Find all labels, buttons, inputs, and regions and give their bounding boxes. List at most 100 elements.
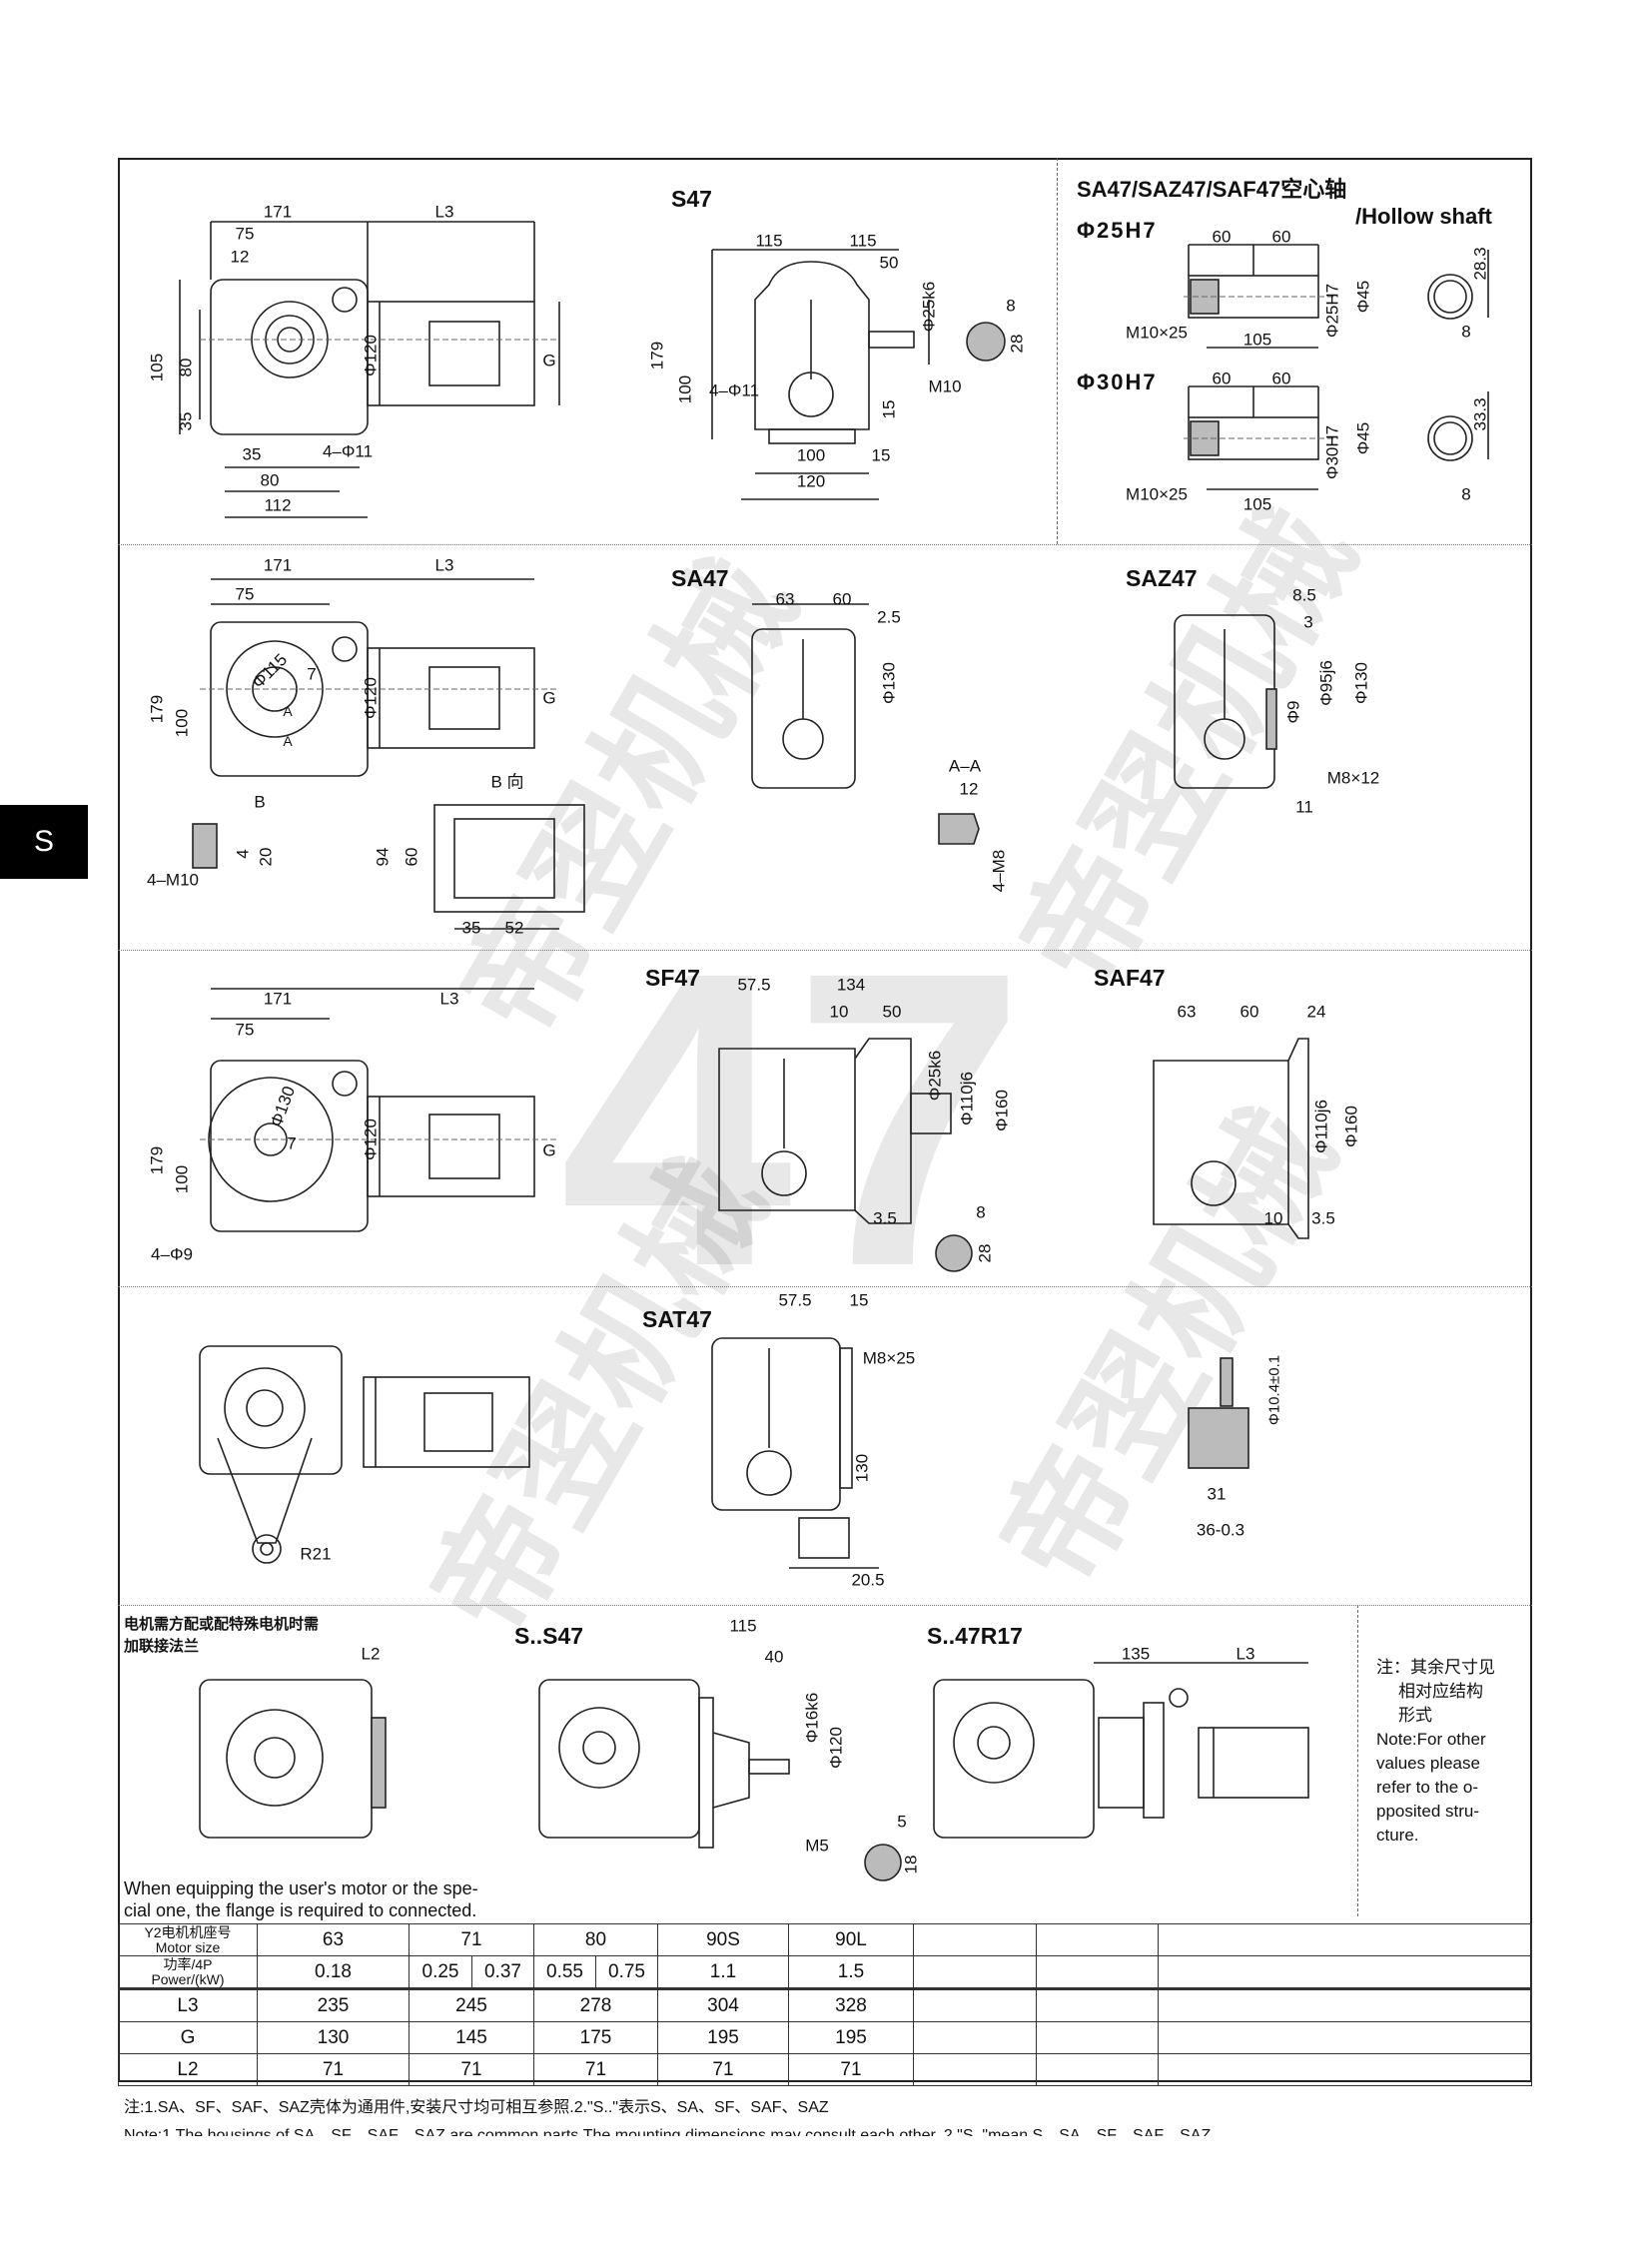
footnote-en: Note:1.The housings of SA、SF、SAF、SAZ are… — [124, 2127, 1212, 2136]
dim-label: Φ25H7 — [1322, 283, 1342, 339]
dim-label: L2 — [361, 1644, 381, 1664]
table-cell: 195 — [657, 2021, 789, 2054]
divider — [118, 1286, 1532, 1287]
dim-label: 60 — [1271, 369, 1291, 388]
table-row: L3 235 245 278 304 328 — [118, 1988, 1532, 2022]
dim-label: Φ110j6 — [957, 1072, 977, 1125]
view-title: S..S47 — [514, 1623, 584, 1649]
table-cell — [1036, 2021, 1159, 2054]
table-cell: 328 — [788, 1988, 914, 2022]
dim-label: 28 — [1007, 334, 1027, 354]
dim-label: Φ25k6 — [919, 281, 939, 333]
dim-label: 3 — [1303, 612, 1313, 632]
dim-label: 15 — [879, 399, 899, 419]
variant-label: Φ30H7 — [1077, 370, 1158, 394]
dim-label: 120 — [796, 471, 826, 491]
table-cell — [1158, 1955, 1532, 1989]
dim-label: 105 — [1242, 494, 1272, 514]
sat47-drawing — [199, 1337, 1249, 1569]
dim-label: Φ110j6 — [1311, 1100, 1331, 1153]
table-cell: 63 — [257, 1923, 410, 1956]
dim-label: 12 — [230, 247, 250, 267]
dim-label: 135 — [1121, 1644, 1151, 1664]
dim-label: 4–Φ11 — [708, 380, 760, 400]
dim-label: 40 — [764, 1647, 784, 1667]
dim-label: R21 — [300, 1544, 332, 1564]
dim-label: 115 — [849, 231, 877, 251]
dim-label: 60 — [1239, 1002, 1259, 1022]
divider — [118, 950, 1532, 951]
hollow-shaft-drawing — [1184, 385, 1489, 490]
dim-label: 11 — [1295, 797, 1313, 817]
table-cell: 304 — [657, 1988, 789, 2022]
divider — [118, 544, 1532, 545]
view-title: S47 — [671, 186, 712, 212]
dim-label: L3 — [439, 989, 459, 1009]
side-note-line: 注：其余尺寸见 — [1376, 1658, 1495, 1677]
table-cell: 145 — [409, 2021, 534, 2054]
section-tab-s[interactable]: S — [0, 805, 88, 879]
adapter-drawings — [199, 1662, 1309, 1881]
dim-label: 63 — [775, 589, 795, 609]
dim-label: 28 — [975, 1243, 995, 1263]
dim-label: 31 — [1207, 1484, 1227, 1504]
s47-front-drawing — [711, 249, 1006, 500]
dim-label: 80 — [176, 358, 196, 377]
dim-label: 7 — [287, 1133, 297, 1153]
variant-label: Φ25H7 — [1077, 218, 1158, 243]
dim-label: 8.5 — [1292, 585, 1316, 605]
dim-label: 115 — [729, 1616, 757, 1636]
row-header: G — [118, 2021, 258, 2054]
table-cell — [913, 1955, 1037, 1989]
table-cell: 80 — [533, 1923, 658, 1956]
adapter-note-cn: 加联接法兰 — [124, 1638, 200, 1655]
dim-label: 115 — [755, 231, 783, 251]
dim-label: M10×25 — [1126, 484, 1188, 504]
side-note-line: 形式 — [1398, 1706, 1432, 1725]
dim-label: 100 — [796, 445, 826, 465]
dim-label: Φ160 — [1341, 1106, 1361, 1147]
dim-label: 3.5 — [1311, 1208, 1335, 1228]
dim-label: Φ120 — [361, 335, 381, 376]
dim-label: 60 — [402, 847, 421, 867]
table-row: G 130 145 175 195 195 — [118, 2021, 1532, 2054]
hollow-shaft-title: SA47/SAZ47/SAF47空心轴 — [1077, 177, 1347, 202]
dim-label: 60 — [1212, 227, 1232, 247]
table-cell: 0.25 — [409, 1955, 472, 1989]
table-cell: 0.18 — [257, 1955, 410, 1989]
table-cell — [913, 2053, 1037, 2086]
table-cell: 90L — [788, 1923, 914, 1956]
dim-label: M8×25 — [862, 1348, 916, 1368]
view-title: SAZ47 — [1126, 565, 1198, 591]
dim-label: 80 — [260, 470, 280, 490]
table-cell: 90S — [657, 1923, 789, 1956]
dim-label: 50 — [879, 253, 899, 273]
view-title: S..47R17 — [927, 1623, 1023, 1649]
view-title: SF47 — [645, 965, 700, 991]
dim-label: 8 — [1461, 484, 1471, 504]
dim-label: Φ130 — [879, 662, 899, 704]
dim-label: M10×25 — [1126, 323, 1188, 343]
dim-label: 60 — [1271, 227, 1291, 247]
table-cell — [913, 2021, 1037, 2054]
dim-label: 36-0.3 — [1196, 1520, 1245, 1540]
table-cell: 175 — [533, 2021, 658, 2054]
table-cell — [1036, 2053, 1159, 2086]
side-note-line: Note:For other — [1376, 1730, 1486, 1749]
table-cell — [913, 1988, 1037, 2022]
view-label: B 向 — [490, 772, 524, 792]
dim-label: 33.3 — [1470, 397, 1490, 431]
dim-label: Φ120 — [361, 1119, 381, 1160]
dim-label: 50 — [882, 1002, 902, 1022]
dim-label: A — [283, 703, 293, 719]
table-cell: 71 — [409, 1923, 534, 1956]
dim-label: 4–M10 — [147, 870, 199, 890]
dim-label: A — [283, 733, 293, 749]
table-cell — [1036, 1988, 1159, 2022]
dim-label: 57.5 — [737, 975, 771, 995]
dim-label: 105 — [147, 353, 167, 382]
dim-label: 5 — [897, 1812, 907, 1832]
